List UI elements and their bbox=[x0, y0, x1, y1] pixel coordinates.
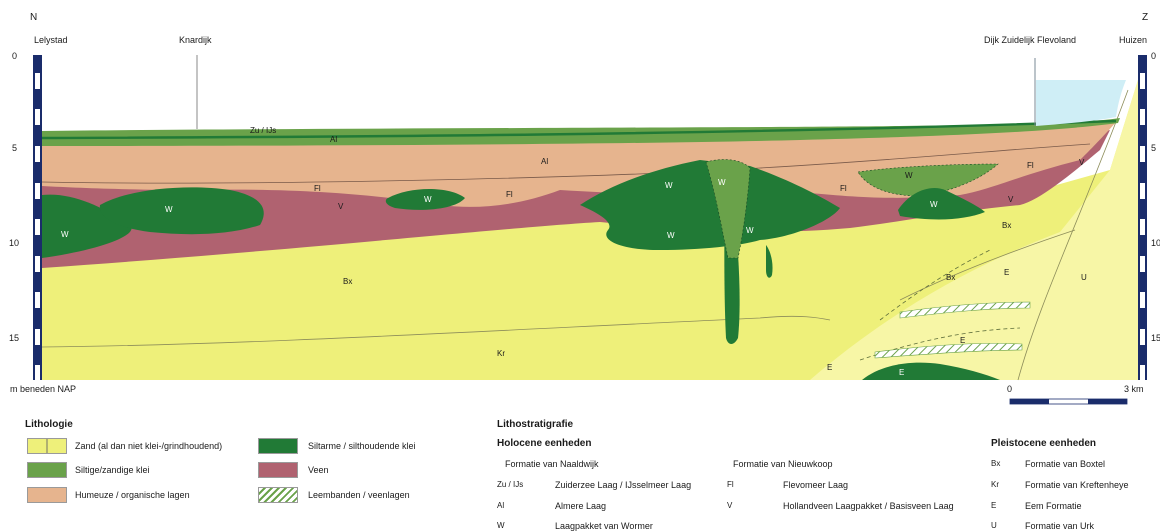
swatch-veen bbox=[258, 462, 298, 478]
unit-label-u: U bbox=[1081, 273, 1087, 282]
swatch-zand bbox=[27, 438, 67, 454]
unit-label-e: E bbox=[827, 363, 832, 372]
code-bx: Bx bbox=[991, 459, 1000, 468]
code-zu-ijs: Zu / IJs bbox=[497, 480, 523, 489]
scalebar-end-label: 3 km bbox=[1124, 384, 1144, 394]
name-boxtel: Formatie van Boxtel bbox=[1025, 459, 1105, 469]
swatch-leembanden bbox=[258, 487, 298, 503]
place-dijk-zuidelijk-flevoland: Dijk Zuidelijk Flevoland bbox=[984, 35, 1076, 45]
lithostratigrafie-title: Lithostratigrafie bbox=[497, 419, 573, 430]
unit-label-v: V bbox=[1079, 158, 1084, 167]
unit-label-w: W bbox=[165, 205, 173, 214]
depth-ruler-left bbox=[33, 55, 42, 380]
place-lelystad: Lelystad bbox=[34, 35, 68, 45]
name-zuiderzee: Zuiderzee Laag / IJsselmeer Laag bbox=[555, 480, 691, 490]
unit-label-fl: Fl bbox=[840, 184, 847, 193]
legend-label-veen: Veen bbox=[308, 465, 329, 475]
swatch-siltarm bbox=[258, 438, 298, 454]
unit-label-w: W bbox=[746, 226, 754, 235]
unit-label-w: W bbox=[667, 231, 675, 240]
unit-label-w: W bbox=[905, 171, 913, 180]
unit-label-w: W bbox=[930, 200, 938, 209]
depth-tick-left: 5 bbox=[12, 143, 17, 153]
legend-label-zand: Zand (al dan niet klei-/grindhoudend) bbox=[75, 441, 222, 451]
unit-label-v: V bbox=[1008, 195, 1013, 204]
unit-label-fl: Fl bbox=[506, 190, 513, 199]
unit-label-bx: Bx bbox=[1002, 221, 1011, 230]
place-huizen: Huizen bbox=[1119, 35, 1147, 45]
name-almere: Almere Laag bbox=[555, 501, 606, 511]
pleistocene-title: Pleistocene eenheden bbox=[991, 438, 1096, 449]
unit-label-w: W bbox=[424, 195, 432, 204]
unit-label-v: V bbox=[338, 202, 343, 211]
code-fl: Fl bbox=[727, 480, 734, 489]
name-flevomeer: Flevomeer Laag bbox=[783, 480, 848, 490]
code-al: Al bbox=[497, 501, 504, 510]
unit-label-e: E bbox=[1004, 268, 1009, 277]
depth-tick-left: 15 bbox=[9, 333, 19, 343]
depth-tick-right: 10 bbox=[1151, 238, 1160, 248]
north-label: N bbox=[30, 12, 37, 23]
code-e: E bbox=[991, 501, 996, 510]
unit-label-al: Al bbox=[330, 135, 337, 144]
unit-label-kr: Kr bbox=[497, 349, 505, 358]
legend-label-leembanden: Leembanden / veenlagen bbox=[308, 490, 410, 500]
unit-label-fl: Fl bbox=[1027, 161, 1034, 170]
unit-label-e: E bbox=[899, 368, 904, 377]
lithologie-title: Lithologie bbox=[25, 419, 73, 430]
depth-tick-right: 0 bbox=[1151, 51, 1156, 61]
swatch-humeus bbox=[27, 487, 67, 503]
place-knardijk: Knardijk bbox=[179, 35, 212, 45]
holocene-title: Holocene eenheden bbox=[497, 438, 591, 449]
unit-label-fl: Fl bbox=[314, 184, 321, 193]
code-v: V bbox=[727, 501, 732, 510]
name-urk: Formatie van Urk bbox=[1025, 521, 1094, 531]
depth-tick-left: 0 bbox=[12, 51, 17, 61]
name-wormer: Laagpakket van Wormer bbox=[555, 521, 653, 531]
legend-label-siltige-klei: Siltige/zandige klei bbox=[75, 465, 150, 475]
name-eem: Eem Formatie bbox=[1025, 501, 1082, 511]
scale-bar bbox=[1010, 399, 1127, 404]
unit-label-e: E bbox=[960, 336, 965, 345]
unit-label-w: W bbox=[718, 178, 726, 187]
depth-tick-right: 5 bbox=[1151, 143, 1156, 153]
code-w: W bbox=[497, 521, 505, 530]
unit-label-w: W bbox=[665, 181, 673, 190]
unit-label-w: W bbox=[61, 230, 69, 239]
code-u: U bbox=[991, 521, 997, 530]
depth-tick-right: 15 bbox=[1151, 333, 1160, 343]
depth-tick-left: 10 bbox=[9, 238, 19, 248]
unit-label-al: Al bbox=[541, 157, 548, 166]
code-kr: Kr bbox=[991, 480, 999, 489]
scalebar-start-label: 0 bbox=[1007, 384, 1012, 394]
unit-label-zu-ijs: Zu / IJs bbox=[250, 126, 276, 135]
depth-ruler-right bbox=[1138, 55, 1147, 380]
swatch-siltige-klei bbox=[27, 462, 67, 478]
cross-section-diagram bbox=[0, 0, 1160, 410]
nieuwkoop-title: Formatie van Nieuwkoop bbox=[733, 459, 833, 469]
legend-label-siltarm: Siltarme / silthoudende klei bbox=[308, 441, 416, 451]
depth-unit-label: m beneden NAP bbox=[10, 384, 76, 394]
south-label: Z bbox=[1142, 12, 1148, 23]
name-hollandveen: Hollandveen Laagpakket / Basisveen Laag bbox=[783, 501, 954, 511]
name-kreftenheye: Formatie van Kreftenheye bbox=[1025, 480, 1129, 490]
unit-label-bx: Bx bbox=[946, 273, 955, 282]
legend-label-humeus: Humeuze / organische lagen bbox=[75, 490, 190, 500]
naaldwijk-title: Formatie van Naaldwijk bbox=[505, 459, 599, 469]
unit-label-bx: Bx bbox=[343, 277, 352, 286]
